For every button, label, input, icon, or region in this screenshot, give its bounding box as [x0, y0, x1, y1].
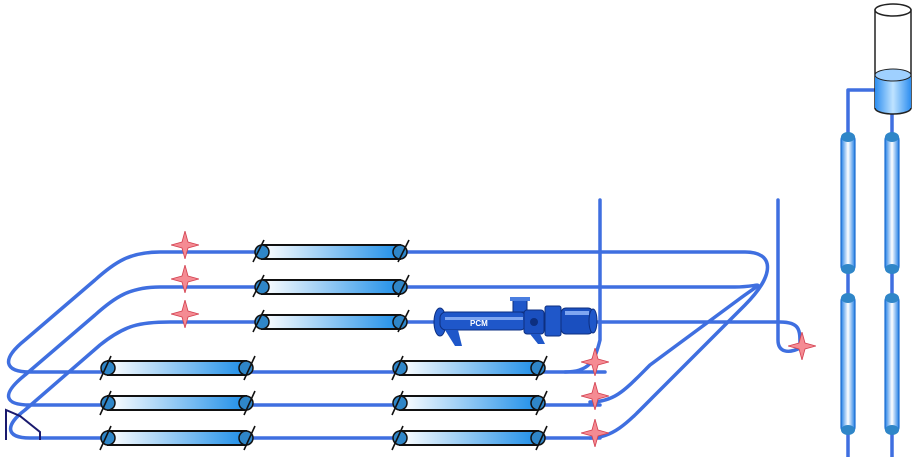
tube-fitting: [99, 390, 112, 416]
column-right-lower: [884, 293, 900, 435]
tube-fitting: [391, 390, 404, 416]
tube-fitting: [535, 425, 548, 451]
sensor-star-icon: [581, 419, 609, 447]
tube-row-1: [252, 239, 410, 263]
tube-row-2: [252, 274, 410, 298]
tube-fitting: [252, 309, 265, 333]
sensor-star-icon: [171, 231, 199, 259]
tube: [399, 395, 539, 411]
tube-fitting: [99, 355, 112, 381]
tube-end-cap: [254, 279, 270, 295]
tube: [107, 395, 247, 411]
tube-fitting: [243, 390, 256, 416]
sensor-star-icon: [788, 332, 816, 360]
tube-end-cap: [254, 244, 270, 260]
tube-fitting: [397, 309, 410, 333]
pipe-loop-2: [6, 283, 760, 407]
tube-fitting: [397, 274, 410, 298]
column-left-lower: [840, 293, 856, 435]
tube-fitting: [535, 355, 548, 381]
pump-icon: PCM: [433, 297, 598, 346]
tube-fitting: [252, 274, 265, 298]
sensor-star-icon: [171, 265, 199, 293]
tube: [261, 279, 401, 295]
tube-fitting: [397, 239, 410, 263]
tube: [261, 244, 401, 260]
tube: [261, 314, 401, 330]
tube: [107, 360, 247, 376]
inlet-icon: [5, 408, 41, 440]
tube-row-5: [99, 390, 548, 416]
tube-row-3: [252, 309, 410, 333]
tube: [399, 360, 539, 376]
pipe-loop-1: [6, 250, 770, 440]
tube-row-6: [99, 425, 548, 451]
column-right-upper: [884, 132, 900, 274]
tube-fitting: [99, 425, 112, 451]
tube: [107, 430, 247, 446]
pipe-riser: [776, 198, 802, 354]
tube-fitting: [243, 355, 256, 381]
tube-fitting: [535, 390, 548, 416]
column-left-upper: [840, 132, 856, 274]
tube-fitting: [252, 239, 265, 263]
tube-fitting: [391, 425, 404, 451]
pump-brand-label: PCM: [470, 319, 488, 328]
tube-fitting: [243, 425, 256, 451]
sensor-star-icon: [171, 300, 199, 328]
pipe-loop-3b: [8, 320, 802, 440]
reservoir-icon: [874, 3, 912, 115]
tube-end-cap: [254, 314, 270, 330]
tube: [399, 430, 539, 446]
tube-fitting: [391, 355, 404, 381]
tube-row-4: [99, 355, 548, 381]
